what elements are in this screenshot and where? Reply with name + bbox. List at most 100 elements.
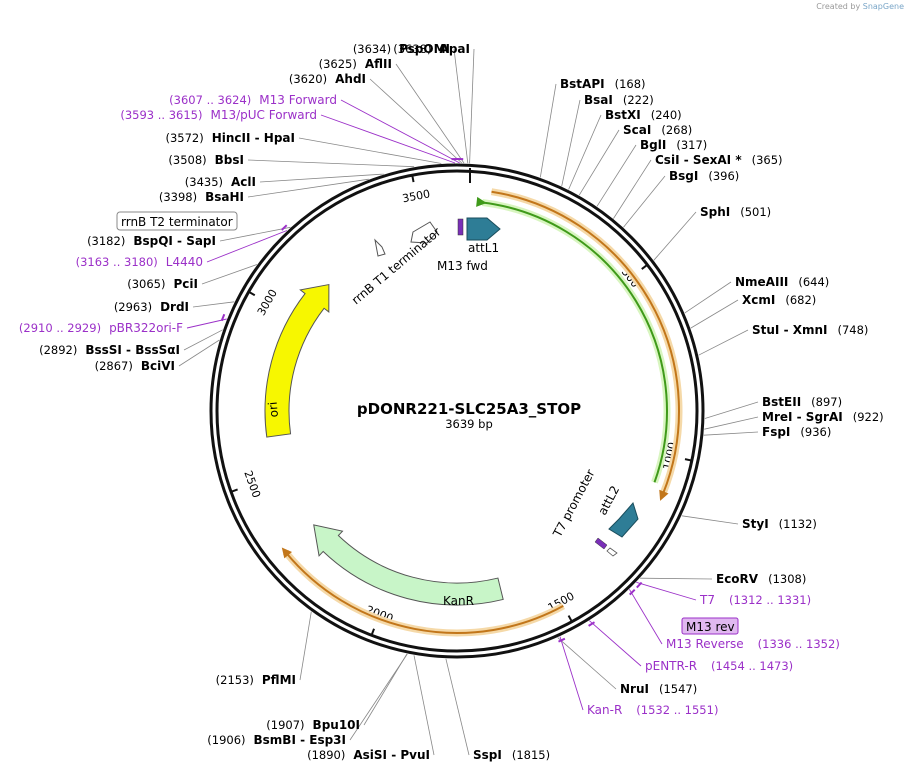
site-name: BsgI	[669, 169, 698, 183]
site-name: SspI	[473, 748, 502, 762]
primer-leader	[636, 581, 697, 601]
site-leader	[704, 416, 759, 430]
m13-fwd-primer-mark	[457, 218, 464, 236]
primer-leader	[320, 114, 456, 164]
site-label: (3572)HincII - HpaI	[165, 131, 295, 145]
site-position: (2892)	[39, 343, 77, 357]
site-name: NruI	[620, 682, 649, 696]
tick-mark	[641, 263, 649, 270]
primer-label: T7 (1312 .. 1331)	[699, 593, 811, 607]
site-leader	[640, 577, 713, 580]
site-name: CsiI - SexAI *	[655, 153, 742, 167]
site-name: StuI - XmnI	[752, 323, 828, 337]
site-label: StuI - XmnI (748)	[752, 323, 868, 337]
site-position: (3508)	[168, 153, 206, 167]
site-position: (644)	[798, 275, 829, 289]
site-leader	[201, 264, 258, 285]
site-position: (3435)	[185, 175, 223, 189]
primer-label: M13 Reverse(1336 .. 1352)	[666, 637, 840, 651]
site-leader	[219, 226, 291, 242]
site-position: (222)	[623, 93, 654, 107]
site-name: StyI	[742, 517, 769, 531]
site-leader	[349, 653, 408, 741]
kan-orf-arrowhead	[281, 547, 293, 559]
site-label: (3625)AflII	[319, 57, 392, 71]
site-position: (3625)	[319, 57, 357, 71]
rrnb-t1-terminator-label: rrnB T1 terminator	[349, 225, 444, 308]
site-leader	[453, 48, 469, 164]
orf-arrowhead	[659, 489, 669, 501]
primer-range: (1532 .. 1551)	[636, 703, 718, 717]
site-label: (2892) BssSI - BssSαI	[39, 343, 180, 357]
site-name: AclI	[231, 175, 256, 189]
tick-mark	[411, 174, 415, 183]
site-name: FspI	[762, 425, 790, 439]
tick-mark	[370, 628, 375, 637]
site-name: BstXI	[605, 108, 641, 122]
tick-mark	[247, 290, 256, 297]
site-label: StyI(1132)	[742, 517, 817, 531]
site-position: (682)	[785, 293, 816, 307]
site-position: (3634)	[353, 42, 391, 56]
site-name: Bpu10I	[313, 718, 360, 732]
site-position: (317)	[676, 138, 707, 152]
kanr-feature	[313, 524, 504, 606]
site-position: (748)	[838, 323, 869, 337]
site-label: SphI(501)	[700, 205, 771, 219]
primer-name: M13 Forward	[259, 93, 337, 107]
primer-label: (2910 .. 2929)pBR322ori-F	[19, 321, 183, 335]
primer-leader	[186, 318, 227, 329]
site-name: SphI	[700, 205, 730, 219]
site-name: AhdI	[335, 72, 366, 86]
site-label: BsgI(396)	[669, 169, 739, 183]
primer-range: (3163 .. 3180)	[76, 255, 158, 269]
primer-name: L4440	[166, 255, 203, 269]
site-name: ScaI	[623, 123, 651, 137]
site-name: ApaI	[440, 42, 470, 56]
site-label: (2963)DrdI	[114, 300, 189, 314]
primer-range: (3593 .. 3615)	[120, 108, 202, 122]
primer-name: Kan-R	[587, 703, 622, 717]
primer-label: Kan-R (1532 .. 1551)	[587, 703, 718, 717]
attl2-feature	[608, 501, 639, 538]
site-leader	[653, 211, 697, 261]
site-name: BglI	[640, 138, 666, 152]
site-name: BssSI - BssSαI	[85, 343, 180, 357]
primer-range: (1312 .. 1331)	[729, 593, 811, 607]
primer-range: (1454 .. 1473)	[711, 659, 793, 673]
site-label: FspI(936)	[762, 425, 831, 439]
site-position: (3638)	[393, 42, 431, 56]
site-label: NmeAIII(644)	[735, 275, 829, 289]
site-label: (3182)BspQI - SapI	[87, 234, 216, 248]
site-name: EcoRV	[716, 572, 759, 586]
site-position: (897)	[811, 395, 842, 409]
primer-label: (3163 .. 3180) L4440	[76, 255, 203, 269]
site-name: XcmI	[742, 293, 775, 307]
primer-name: T7	[699, 593, 715, 607]
site-leader	[178, 339, 220, 367]
site-name: HincII - HpaI	[212, 131, 295, 145]
site-name: DrdI	[160, 300, 189, 314]
site-leader	[445, 658, 470, 756]
credit-brand: SnapGene	[862, 2, 904, 11]
site-leader	[703, 431, 759, 436]
site-leader	[681, 515, 739, 525]
site-leader	[539, 83, 557, 178]
site-label: MreI - SgrAI(922)	[762, 410, 884, 424]
primer-leader	[589, 620, 642, 667]
site-leader	[557, 637, 617, 690]
site-position: (240)	[651, 108, 682, 122]
attl1-feature	[466, 217, 501, 241]
primer-mark	[220, 313, 226, 322]
primer-name: M13/pUC Forward	[210, 108, 317, 122]
site-labels: (3638)ApaI(3634)PspOMI(3625)AflII(3620)A…	[19, 42, 884, 762]
site-position: (1907)	[266, 718, 304, 732]
rrnb-t1-terminator-arrow	[410, 221, 438, 244]
backbone-outer	[209, 163, 705, 659]
site-label: CsiI - SexAI *(365)	[655, 153, 783, 167]
site-label: (3508)BbsI	[168, 153, 244, 167]
site-label: (1907) Bpu10I	[266, 718, 360, 732]
primer-mark	[636, 581, 643, 589]
site-leader	[298, 137, 442, 164]
site-position: (3065)	[127, 277, 165, 291]
